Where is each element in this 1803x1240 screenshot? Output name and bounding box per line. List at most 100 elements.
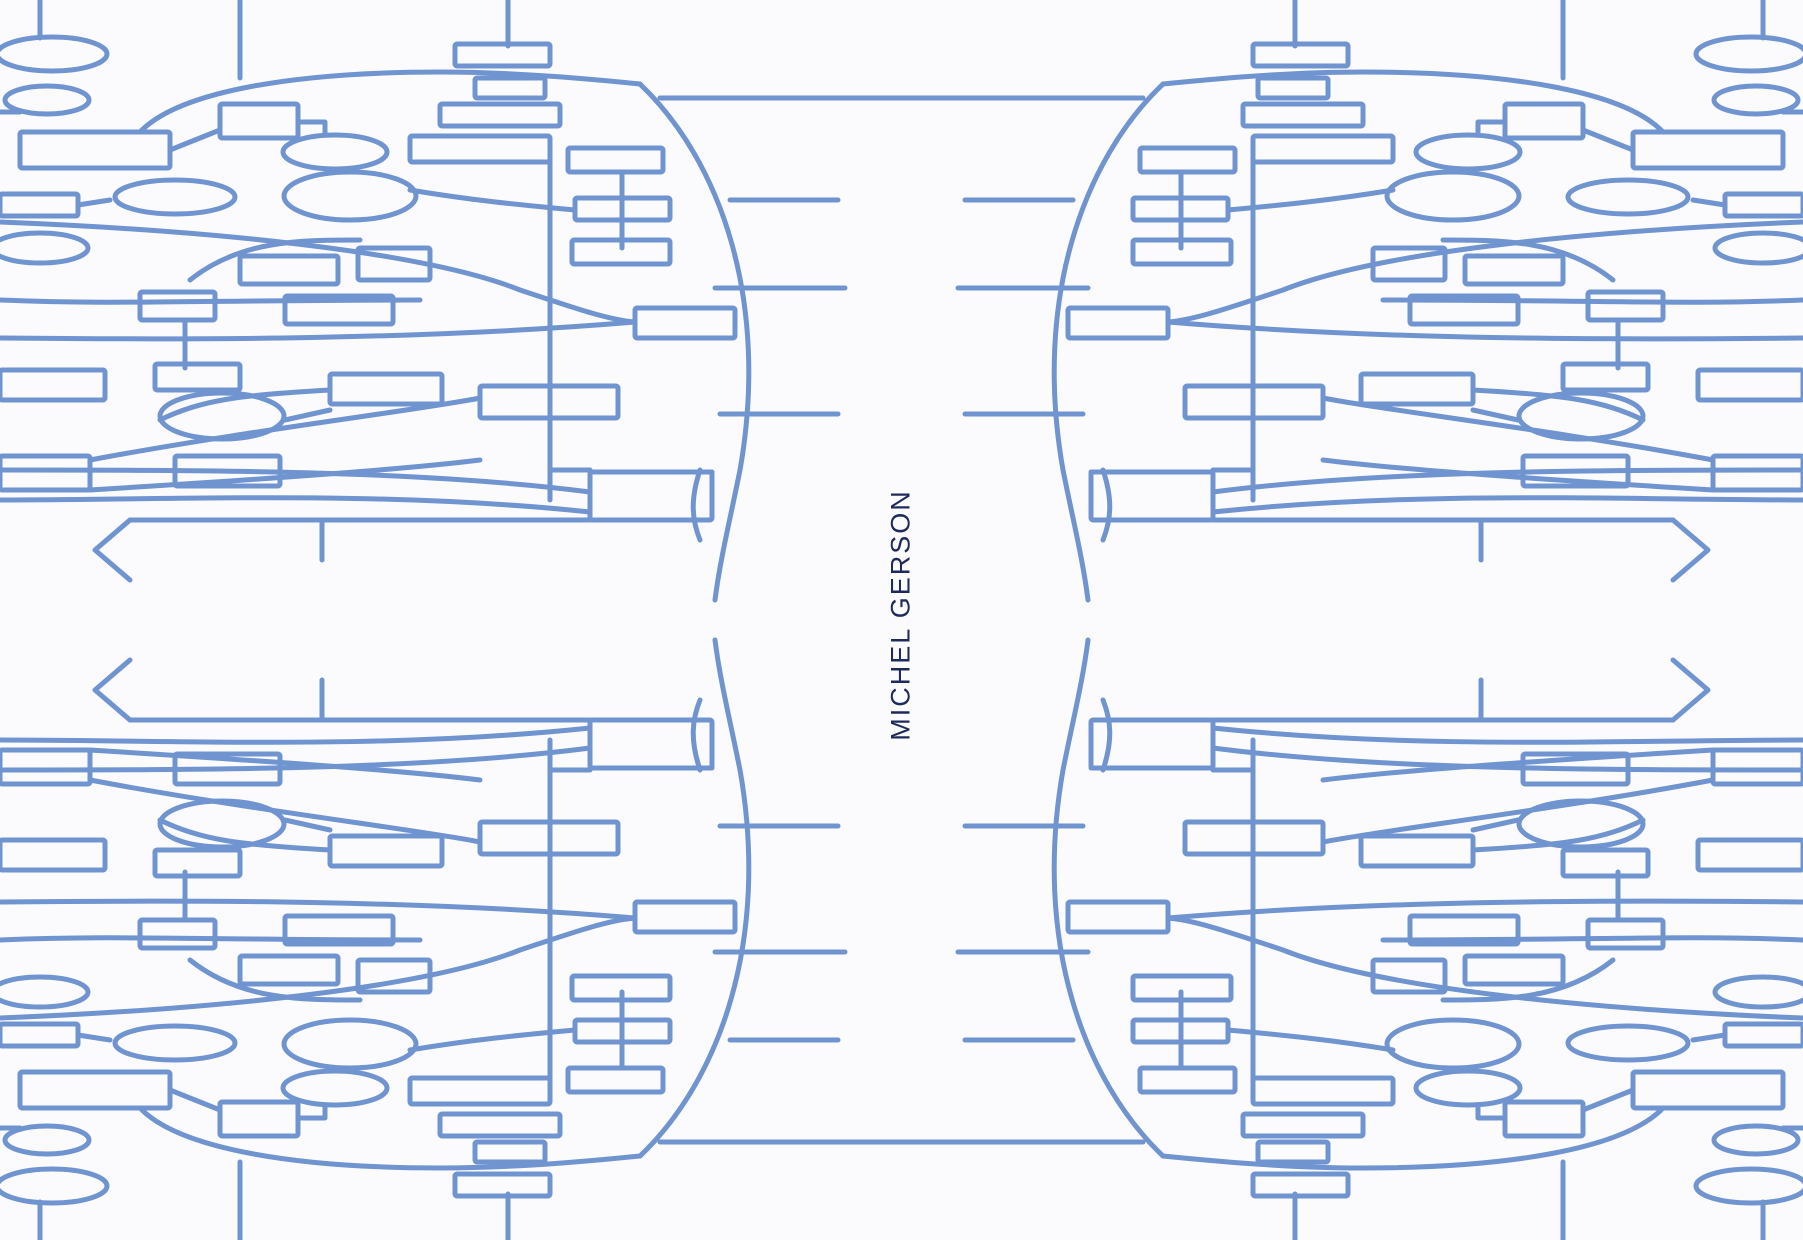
flowchart-connector [92,517,133,583]
flowchart-connector [87,457,483,493]
flowchart-oval [0,974,91,1010]
flowchart-box [437,101,563,129]
flowchart-box [1358,833,1476,869]
flowchart-connector [0,467,593,495]
flowchart-connector [0,495,593,515]
flowchart-box [1710,453,1803,493]
flowchart-box [1502,1099,1586,1139]
flowchart-box [1250,41,1351,69]
flowchart-connector [295,119,328,138]
flowchart-connector [1051,637,1166,1159]
flowchart-oval [1693,34,1803,74]
flowchart-box [327,371,445,407]
flowchart-right-half [885,0,1803,1240]
flowchart-connector [1100,467,1113,543]
author-name: MICHEL GERSON [885,489,916,741]
flowchart-box [1722,191,1803,219]
flowchart-connector [1210,725,1803,745]
flowchart-connector [1320,747,1716,783]
flowchart-box [1255,75,1331,101]
flowchart-connector [1160,1105,1666,1171]
flowchart-connector [1670,517,1711,583]
flowchart-box [137,289,218,323]
flowchart-oval [1712,974,1803,1010]
flowchart-connector [187,957,363,1003]
flowchart-box [1088,469,1216,523]
flowchart-connector [1670,657,1711,723]
flowchart-oval [1384,1017,1522,1071]
flowchart-box [152,847,243,879]
flowchart-connector [167,127,223,153]
flowchart-box [17,1069,173,1111]
flowchart-box [587,469,715,523]
flowchart-oval [112,1023,238,1063]
flowchart-connector [0,898,638,921]
flowchart-connector [137,1105,643,1171]
flowchart-oval [1712,230,1803,266]
flowchart-box [632,899,738,935]
flowchart-box [565,1065,666,1095]
flowchart-box [17,129,173,171]
flowchart-connector [282,407,333,423]
flowchart-box [0,191,81,219]
flowchart-box [0,837,108,873]
flowchart-oval [1413,1068,1523,1108]
flowchart-box [452,1171,553,1199]
flowchart-box [0,1021,81,1049]
flowchart-connector [87,747,483,783]
flowchart-oval [1565,1023,1691,1063]
flowchart-connector [0,935,423,943]
flowchart-connector [1210,467,1803,495]
flowchart-box [1088,717,1216,771]
flowchart-box [1240,1111,1366,1139]
flowchart-oval [2,1123,92,1157]
flowchart-oval [2,83,92,117]
flowchart-box [1710,747,1803,787]
flowchart-box [587,717,715,771]
flowchart-box [0,453,93,493]
flowchart-box [1695,837,1803,873]
flowchart-box [1065,305,1171,341]
flowchart-box [1585,917,1666,951]
flowchart-connector [1165,319,1803,342]
flowchart-connector [1225,1027,1396,1053]
flowchart-connector [1210,495,1803,515]
flowchart-connector [1051,81,1166,603]
flowchart-connector [1380,297,1803,305]
flowchart-box [1560,361,1651,393]
flowchart-box [1250,133,1396,165]
flowchart-box [1630,1069,1786,1111]
flowchart-oval [281,169,419,223]
flowchart-box [1695,367,1803,403]
flowchart-connector [1225,187,1396,213]
flowchart-box [0,367,108,403]
flowchart-connector [0,219,638,325]
flowchart-oval [281,1017,419,1071]
flowchart-connector [1100,697,1113,773]
flowchart-box [137,917,218,951]
flowchart-box [1137,145,1238,175]
flowchart-connector [1165,915,1803,1021]
flowchart-box [1722,1021,1803,1049]
flowchart-connector [0,297,423,305]
flowchart-box [152,361,243,393]
flowchart-box [472,75,548,101]
flowchart-box [472,1139,548,1165]
flowchart-connector [92,657,133,723]
flowchart-connector [87,395,483,463]
flowchart-connector [0,915,638,1021]
flowchart-oval [0,1166,110,1206]
flowchart-box [282,913,396,947]
flowchart-oval [112,177,238,217]
flowchart-box [1407,913,1521,947]
flowchart-connector [167,1087,223,1113]
flowchart-connector [0,319,638,342]
flowchart-box [1255,1139,1331,1165]
flowchart-connector [1320,395,1716,463]
flowchart-connector [1320,457,1716,493]
flowchart-connector [1580,1087,1636,1113]
flowchart-connector [75,1032,113,1043]
flowchart-connector [1470,387,1646,423]
flowchart-box [1502,101,1586,141]
